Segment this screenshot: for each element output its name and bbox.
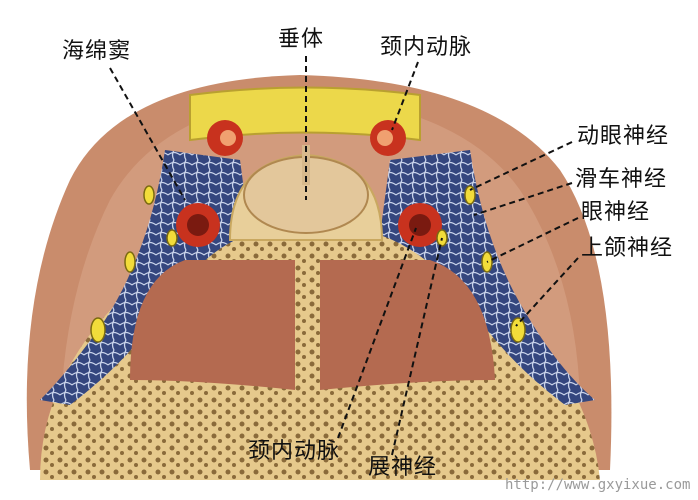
leader-lines — [109, 56, 579, 456]
sphenoid-sinus-left — [130, 260, 295, 390]
internal-carotid-artery-top-right — [370, 120, 406, 156]
pituitary-stalk — [302, 145, 310, 185]
label-maxillary-nerve: 上颌神经 — [581, 236, 674, 261]
label-trochlear-nerve: 滑车神经 — [575, 167, 668, 192]
label-internal-carotid-bottom: 颈内动脉 — [248, 439, 341, 464]
internal-carotid-artery-right — [398, 203, 442, 247]
label-internal-carotid-top: 颈内动脉 — [380, 35, 473, 60]
watermark: http://www.gxyixue.com — [505, 477, 691, 493]
label-cavernous-sinus: 海绵窦 — [62, 39, 132, 64]
label-pituitary: 垂体 — [278, 27, 325, 52]
internal-carotid-artery-top-left — [207, 120, 243, 156]
sphenoid-sinus-right — [320, 260, 495, 390]
label-oculomotor-nerve: 动眼神经 — [577, 124, 670, 149]
label-abducens-nerve: 展神经 — [368, 455, 438, 480]
label-ophthalmic-nerve: 眼神经 — [581, 200, 651, 225]
optic-chiasm — [189, 86, 421, 142]
internal-carotid-artery-left — [176, 203, 220, 247]
